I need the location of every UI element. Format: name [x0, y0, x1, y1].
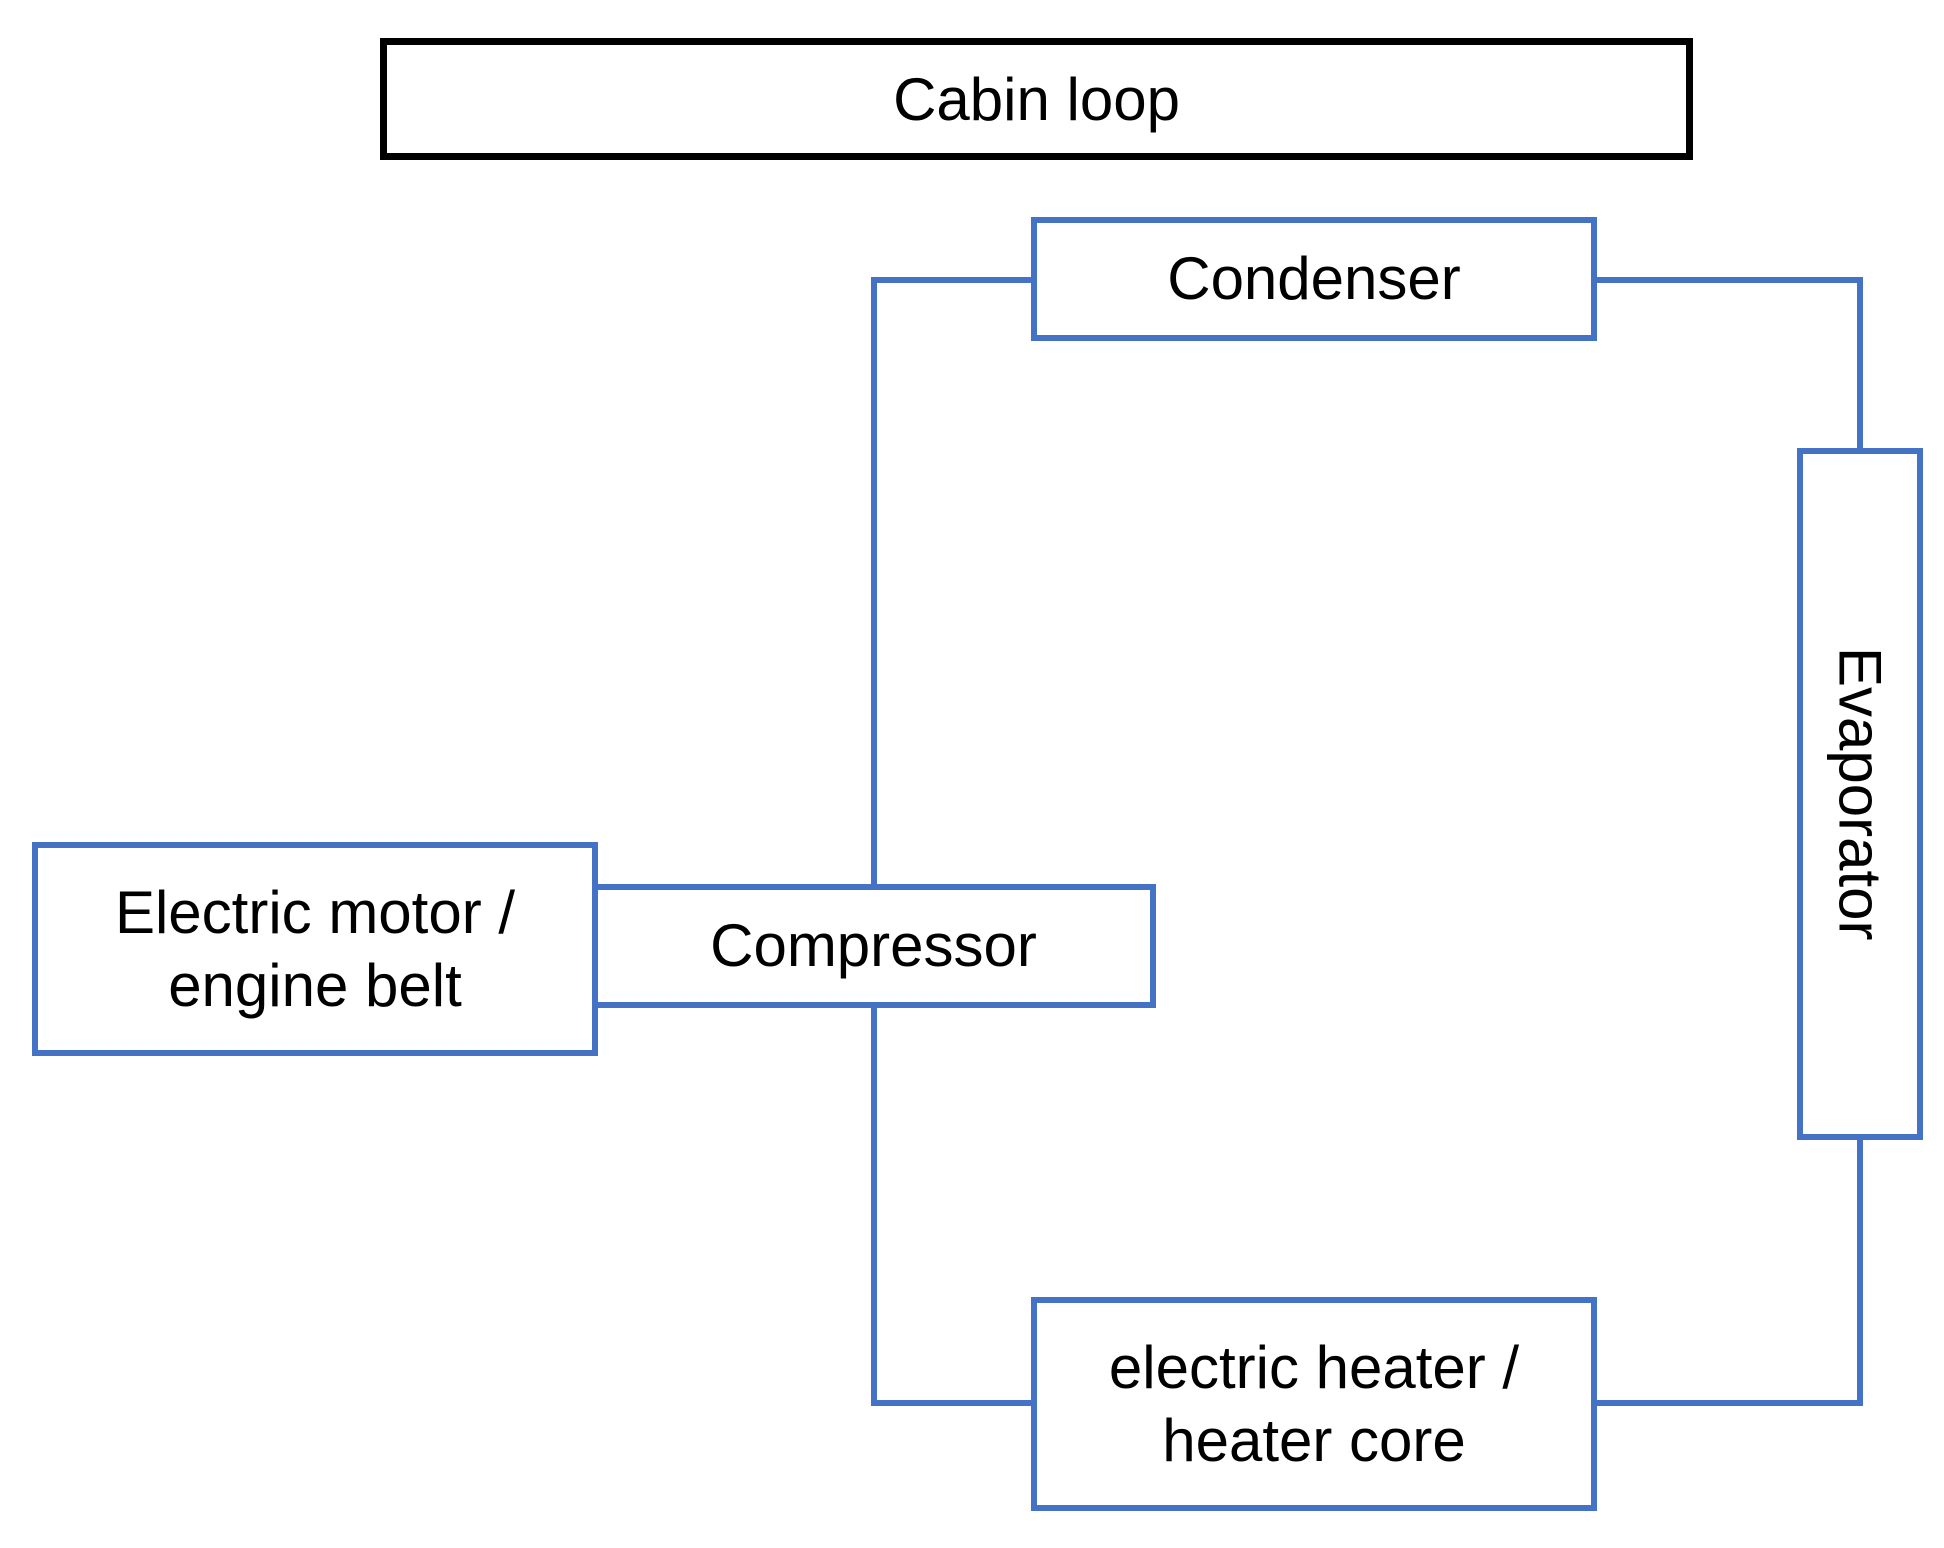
heater-label-line2: heater core — [1162, 1407, 1466, 1474]
motor-label-line1: Electric motor / — [114, 878, 516, 946]
evaporator-box: Evaporator — [1797, 448, 1923, 1140]
line-condenser-right — [1597, 277, 1863, 283]
line-condenser-left — [871, 277, 1035, 283]
diagram-title: Cabin loop — [380, 38, 1693, 160]
line-left-vertical-lower — [871, 1006, 877, 1406]
heater-label-line1: electric heater / — [1108, 1333, 1520, 1401]
compressor-box: Compressor — [591, 884, 1156, 1008]
line-heater-right — [1597, 1400, 1863, 1406]
heater-box: electric heater / heater core — [1031, 1297, 1597, 1511]
line-right-vertical-lower — [1857, 1140, 1863, 1406]
motor-box: Electric motor / engine belt — [32, 842, 598, 1056]
line-heater-left — [871, 1400, 1035, 1406]
compressor-label: Compressor — [710, 912, 1037, 980]
line-right-vertical-upper — [1857, 277, 1863, 448]
condenser-box: Condenser — [1031, 217, 1597, 341]
diagram-title-text: Cabin loop — [893, 65, 1180, 133]
evaporator-label: Evaporator — [1826, 647, 1894, 941]
motor-label-line2: engine belt — [168, 952, 462, 1019]
condenser-label: Condenser — [1167, 245, 1461, 313]
line-left-vertical-upper — [871, 277, 877, 887]
